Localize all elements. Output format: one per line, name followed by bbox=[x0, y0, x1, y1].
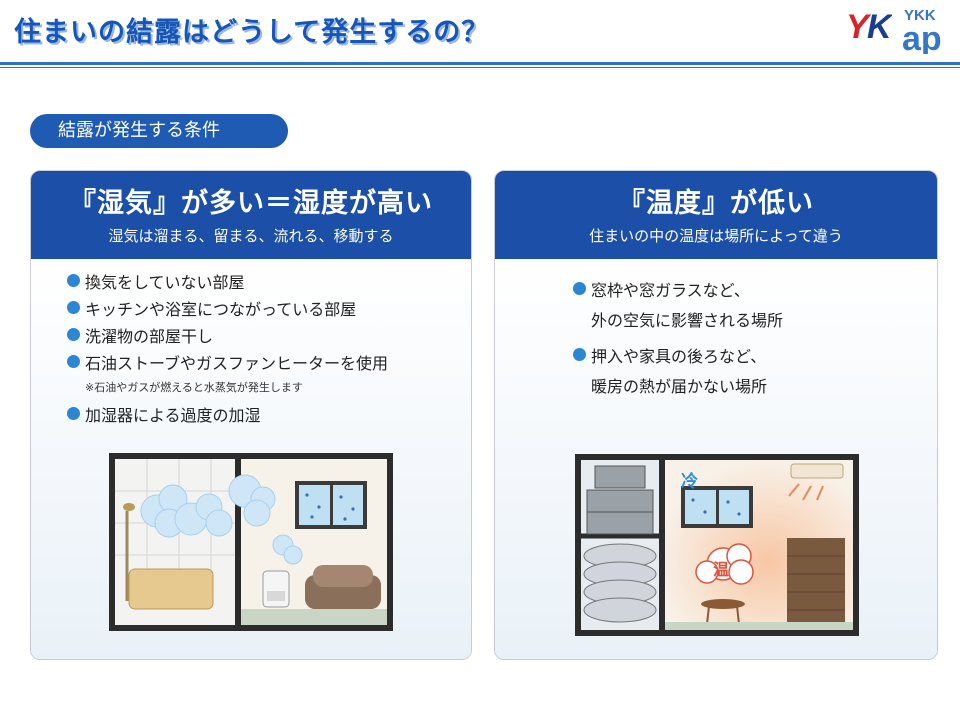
bullet-icon bbox=[67, 301, 80, 314]
humidity-item: 換気をしていない部屋 bbox=[85, 273, 245, 292]
page-title: 住まいの結露はどうして発生するの？ bbox=[14, 17, 490, 48]
temperature-item-line: 暖房の熱が届かない場所 bbox=[591, 377, 768, 396]
humidity-panel-header: 『湿気』が多い＝湿度が高い 湿気は溜まる、留まる、流れる、移動する bbox=[31, 171, 471, 259]
section-label: 結露が発生する条件 bbox=[30, 114, 288, 148]
temperature-item-line: 押入や家具の後ろなど、 bbox=[591, 347, 767, 366]
humidity-heading: 『湿気』が多い＝湿度が高い bbox=[69, 188, 433, 219]
humidity-item: キッチンや浴室につながっている部屋 bbox=[85, 300, 357, 319]
svg-text:K: K bbox=[867, 8, 892, 46]
humid-rooms-illustration bbox=[109, 453, 393, 631]
temperature-panel-body: 窓枠や窓ガラスなど、 外の空気に影響される場所 押入や家具の後ろなど、 暖房の熱… bbox=[495, 259, 937, 659]
cold-label: 冷 bbox=[681, 472, 698, 492]
bullet-icon bbox=[67, 328, 80, 341]
svg-text:Y: Y bbox=[846, 8, 872, 46]
warm-label: 温 bbox=[713, 560, 730, 579]
humidity-note: ※石油やガスが燃えると水蒸気が発生します bbox=[85, 381, 303, 394]
temperature-item-line: 窓枠や窓ガラスなど、 bbox=[591, 281, 750, 300]
title-divider-thin bbox=[0, 67, 960, 68]
bullet-icon bbox=[67, 355, 80, 368]
humidity-panel: 『湿気』が多い＝湿度が高い 湿気は溜まる、留まる、流れる、移動する 換気をしてい… bbox=[30, 170, 472, 660]
cold-spots-illustration bbox=[575, 454, 859, 636]
ykk-ap-logo: YKK ap bbox=[902, 7, 942, 54]
temperature-panel: 『温度』が低い 住まいの中の温度は場所によって違う 窓枠や窓ガラスなど、 外の空… bbox=[494, 170, 938, 660]
svg-text:ap: ap bbox=[902, 20, 942, 54]
yk-logo: Y K bbox=[846, 8, 892, 46]
temperature-heading: 『温度』が低い bbox=[618, 188, 814, 219]
humidity-item: 洗濯物の部屋干し bbox=[85, 327, 214, 346]
temperature-item-line: 外の空気に影響される場所 bbox=[591, 311, 784, 330]
humidity-item: 石油ストーブやガスファンヒーターを使用 bbox=[85, 354, 389, 373]
title-divider bbox=[0, 62, 960, 65]
humidity-panel-body: 換気をしていない部屋 キッチンや浴室につながっている部屋 洗濯物の部屋干し 石油… bbox=[31, 259, 471, 659]
bullet-icon bbox=[573, 348, 586, 361]
svg-text:YKK: YKK bbox=[904, 7, 936, 24]
temperature-subheading: 住まいの中の温度は場所によって違う bbox=[589, 227, 843, 245]
humidity-item: 加湿器による過度の加湿 bbox=[85, 406, 261, 425]
temperature-panel-header: 『温度』が低い 住まいの中の温度は場所によって違う bbox=[495, 171, 937, 259]
bullet-icon bbox=[573, 282, 586, 295]
bullet-icon bbox=[67, 407, 80, 420]
bullet-icon bbox=[67, 274, 80, 287]
humidity-subheading: 湿気は溜まる、留まる、流れる、移動する bbox=[108, 227, 394, 245]
